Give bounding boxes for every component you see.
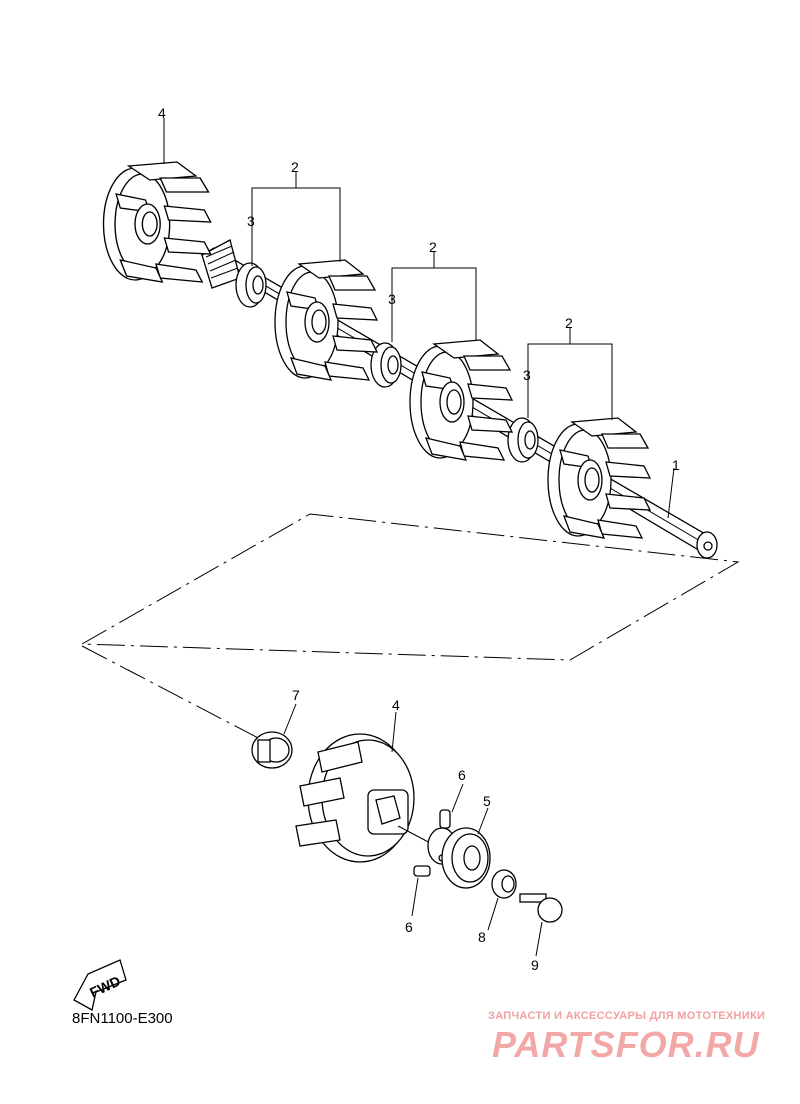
bearing-housing-5 [427,807,491,889]
sprocket-2 [409,339,513,461]
clip-7 [251,703,297,769]
watermark-logo: PARTSFOR.RU [492,1024,760,1065]
callout-8: 8 [478,929,486,945]
callout-5: 5 [483,793,491,809]
bolt-9 [519,893,563,957]
collar-3 [507,417,539,463]
collar-1 [235,262,267,308]
diagram-code: 8FN1100-E300 [72,1010,173,1027]
assembly-frame [81,513,740,741]
sprocket-1 [274,259,378,381]
collar-8 [487,869,517,931]
sprocket-3 [547,417,651,539]
callout-2-right: 2 [565,315,573,331]
bracket-group [163,118,675,519]
callout-7: 7 [292,687,300,703]
callout-4-upper: 4 [158,105,166,121]
end-sprocket-lower [295,711,437,863]
callout-9: 9 [531,957,539,973]
callout-4-lower: 4 [392,697,400,713]
set-screw-upper-6 [439,783,464,829]
callout-3-right: 3 [523,367,531,383]
watermark-tagline: ЗАПЧАСТИ И АКСЕССУАРЫ ДЛЯ МОТОТЕХНИКИ [488,1010,766,1022]
callout-2-left: 2 [291,159,299,175]
callout-6-upper: 6 [458,767,466,783]
callout-3-left: 3 [247,213,255,229]
callout-2-mid: 2 [429,239,437,255]
end-sprocket-upper [102,161,212,283]
callout-3-mid: 3 [388,291,396,307]
callout-1: 1 [672,457,680,473]
fwd-arrow-icon: FWD [73,959,127,1011]
callout-6-lower: 6 [405,919,413,935]
set-screw-lower-6 [411,865,431,917]
